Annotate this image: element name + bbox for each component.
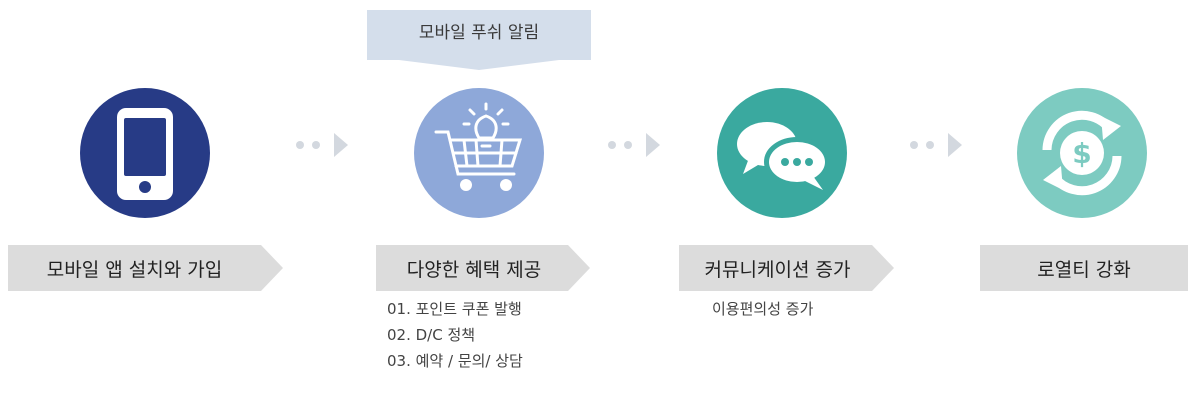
- push-notification-label: 모바일 푸쉬 알림: [418, 23, 540, 43]
- chat-bubbles-icon: [737, 122, 830, 190]
- shopping-cart-idea-icon: [434, 102, 523, 191]
- step-2-circle: [414, 88, 544, 218]
- detail-item: 02. D/C 정책: [387, 326, 476, 344]
- svg-text:$: $: [1072, 137, 1091, 170]
- detail-item: 03. 예약 / 문의/ 상담: [387, 352, 523, 370]
- step-1-label: 모바일 앱 설치와 가입: [8, 245, 283, 291]
- dollar-cycle-icon: $: [1042, 110, 1122, 196]
- step-3-label: 커뮤니케이션 증가: [679, 245, 894, 291]
- detail-item: 01. 포인트 쿠폰 발행: [387, 300, 522, 318]
- detail-item: 이용편의성 증가: [712, 300, 814, 318]
- step-1-circle: [80, 88, 210, 218]
- banner-pointer: [367, 56, 591, 70]
- step-4-circle: $: [1017, 88, 1147, 218]
- flow-arrow-1: [296, 133, 356, 157]
- step-2-label: 다양한 혜택 제공: [376, 245, 590, 291]
- push-notification-banner: 모바일 푸쉬 알림: [367, 10, 591, 60]
- flow-arrow-3: [910, 133, 970, 157]
- mobile-phone-icon: [117, 108, 173, 200]
- step-3-circle: [717, 88, 847, 218]
- flow-arrow-2: [608, 133, 668, 157]
- step-2-details: 01. 포인트 쿠폰 발행 02. D/C 정책 03. 예약 / 문의/ 상담: [387, 296, 523, 374]
- step-4-label: 로열티 강화: [980, 245, 1188, 291]
